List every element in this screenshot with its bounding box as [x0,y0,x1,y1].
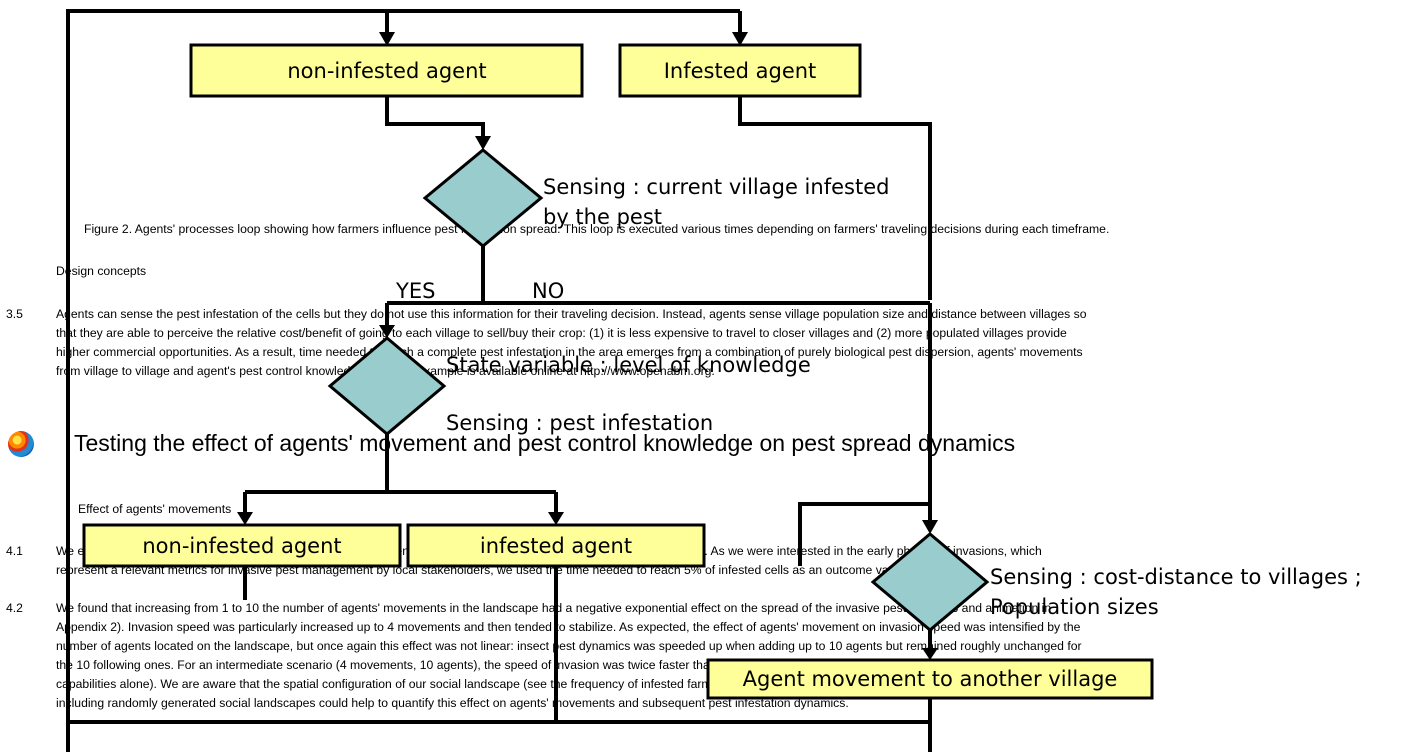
section-title: Testing the effect of agents' movement a… [74,430,1016,456]
paragraph-line: capabilities alone). We are aware that t… [56,677,1092,691]
paragraph-4-2: We found that increasing from 1 to 10 th… [56,599,1092,713]
paragraph-4-1: We examined with our ABM how the number … [56,542,1042,580]
paragraph-line: represent a relevant metrics for invasiv… [56,563,922,577]
paragraph-line: higher commercial opportunities. As a re… [56,345,1083,359]
effect-subheading: Effect of agents' movements [78,502,232,516]
paragraph-line: Appendix 2). Invasion speed was particul… [56,620,1081,634]
paragraph-line: We examined with our ABM how the number … [56,544,1042,558]
paragraph-line: Agents can sense the pest infestation of… [56,307,1087,321]
paragraph-line: including randomly generated social land… [56,696,849,710]
paragraph-line: the 10 following ones. For an intermedia… [56,658,1040,672]
paragraph-3-5: Agents can sense the pest infestation of… [56,305,1086,381]
paragraph-line: from village to village and agent's pest… [56,364,715,378]
design-concepts-heading: Design concepts [56,264,147,278]
paragraph-number-4-1: 4.1 [6,544,23,558]
paragraph-line: We found that increasing from 1 to 10 th… [56,601,1052,615]
figure-caption: Figure 2. Agents' processes loop showing… [84,222,1110,236]
paragraph-number-4-2: 4.2 [6,601,23,615]
paragraph-line: that they are able to perceive the relat… [56,326,1067,340]
paragraph-number-3-5: 3.5 [6,307,23,321]
paragraph-line: number of agents located on the landscap… [56,639,1082,653]
section-globe-icon [8,431,34,457]
